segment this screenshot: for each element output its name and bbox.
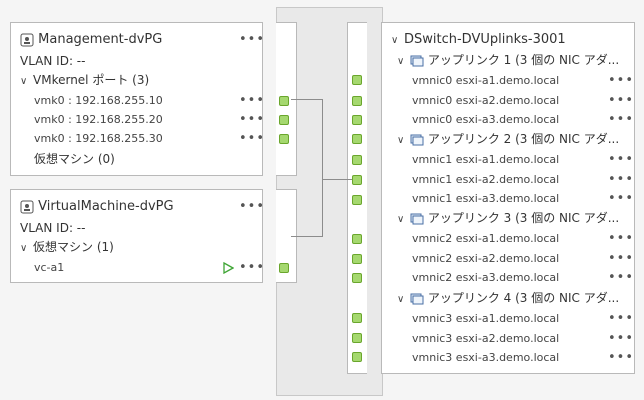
management-portgroup-panel[interactable]: Management-dvPG ••• VLAN ID: -- ∨ VMkerne… [10,22,266,176]
port[interactable] [352,134,362,144]
portgroup-icon [20,200,34,213]
portgroup-icon [20,33,34,46]
chevron-down-icon: ∨ [20,243,28,254]
uplink-group-toggle[interactable]: ∨ アップリンク 3 (3 個の NIC アダ... [397,210,619,228]
port[interactable] [352,352,362,362]
chevron-down-icon: ∨ [397,56,405,67]
chevron-down-icon: ∨ [397,294,405,305]
more-actions-button[interactable]: ••• [608,331,635,346]
vmkernel-adapter[interactable]: vmk0 : 192.168.255.10 [34,94,163,107]
port[interactable] [352,333,362,343]
port[interactable] [352,254,362,264]
more-actions-button[interactable]: ••• [608,93,635,108]
physical-nic-item[interactable]: vmnic1 esxi-a1.demo.local [412,153,560,166]
uplink-group-label: アップリンク 3 (3 個の NIC アダ... [427,211,620,225]
more-actions-button[interactable]: ••• [239,32,266,47]
physical-nic-item[interactable]: vmnic3 esxi-a3.demo.local [412,351,560,364]
vmkernel-adapter[interactable]: vmk0 : 192.168.255.20 [34,113,163,126]
more-actions-button[interactable]: ••• [608,270,635,285]
physical-nic-item[interactable]: vmnic2 esxi-a1.demo.local [412,232,560,245]
portgroup-header: VirtualMachine-dvPG [20,199,174,215]
port[interactable] [279,115,289,125]
vm-portgroup-panel[interactable]: VirtualMachine-dvPG ••• VLAN ID: -- ∨ 仮想マ… [10,189,266,283]
chevron-down-icon: ∨ [397,135,405,146]
port[interactable] [279,263,289,273]
connector-line [291,99,322,100]
chevron-down-icon: ∨ [20,76,28,87]
vlan-label: VLAN ID: -- [20,221,86,235]
virtual-machine-item[interactable]: vc-a1 [34,261,65,274]
uplinks-portgroup-panel[interactable]: ∨ DSwitch-DVUplinks-3001 [381,22,635,374]
connector-line [291,236,323,237]
more-actions-button[interactable]: ••• [239,260,266,275]
connector-line [322,99,323,236]
more-actions-button[interactable]: ••• [239,131,266,146]
portgroup-title: VirtualMachine-dvPG [38,199,174,214]
more-actions-button[interactable]: ••• [608,350,635,365]
uplink-group-label: アップリンク 2 (3 個の NIC アダ... [427,132,620,146]
uplink-group-toggle[interactable]: ∨ アップリンク 1 (3 個の NIC アダ... [397,52,619,70]
powered-on-icon [223,262,234,274]
port[interactable] [279,134,289,144]
uplink-group-label: アップリンク 4 (3 個の NIC アダ... [427,291,620,305]
more-actions-button[interactable]: ••• [608,311,635,326]
more-actions-button[interactable]: ••• [608,73,635,88]
physical-nic-item[interactable]: vmnic0 esxi-a3.demo.local [412,113,560,126]
physical-nic-item[interactable]: vmnic2 esxi-a3.demo.local [412,271,560,284]
physical-nic-item[interactable]: vmnic3 esxi-a1.demo.local [412,312,560,325]
chevron-down-icon: ∨ [391,35,399,46]
uplink-icon [410,134,424,145]
more-actions-button[interactable]: ••• [239,112,266,127]
uplink-icon [410,55,424,66]
port[interactable] [352,273,362,283]
port[interactable] [352,195,362,205]
vm-group-label: 仮想マシン (1) [33,240,114,254]
port[interactable] [352,175,362,185]
uplink-portgroup-header[interactable]: ∨ DSwitch-DVUplinks-3001 [391,32,566,49]
uplink-group-label: アップリンク 1 (3 個の NIC アダ... [427,53,620,67]
uplink-group-toggle[interactable]: ∨ アップリンク 4 (3 個の NIC アダ... [397,290,619,308]
portgroup-title: Management-dvPG [38,32,163,47]
more-actions-button[interactable]: ••• [608,231,635,246]
more-actions-button[interactable]: ••• [608,172,635,187]
port[interactable] [352,155,362,165]
more-actions-button[interactable]: ••• [608,191,635,206]
uplink-icon [410,293,424,304]
more-actions-button[interactable]: ••• [239,93,266,108]
uplink-icon [410,213,424,224]
physical-nic-item[interactable]: vmnic2 esxi-a2.demo.local [412,252,560,265]
chevron-down-icon: ∨ [397,214,405,225]
physical-nic-item[interactable]: vmnic1 esxi-a3.demo.local [412,192,560,205]
uplink-portgroup-title: DSwitch-DVUplinks-3001 [404,32,566,47]
port[interactable] [352,115,362,125]
more-actions-button[interactable]: ••• [608,112,635,127]
more-actions-button[interactable]: ••• [239,199,266,214]
port[interactable] [279,96,289,106]
vmkernel-group-toggle[interactable]: ∨ VMkernel ポート (3) [20,72,149,90]
portgroup-header: Management-dvPG [20,32,162,48]
physical-nic-item[interactable]: vmnic3 esxi-a2.demo.local [412,332,560,345]
physical-nic-item[interactable]: vmnic1 esxi-a2.demo.local [412,173,560,186]
port[interactable] [352,96,362,106]
vmkernel-adapter[interactable]: vmk0 : 192.168.255.30 [34,132,163,145]
uplink-group-toggle[interactable]: ∨ アップリンク 2 (3 個の NIC アダ... [397,131,619,149]
connector-line [322,179,352,180]
physical-nic-item[interactable]: vmnic0 esxi-a1.demo.local [412,74,560,87]
more-actions-button[interactable]: ••• [608,251,635,266]
physical-nic-item[interactable]: vmnic0 esxi-a2.demo.local [412,94,560,107]
port[interactable] [352,75,362,85]
vlan-label: VLAN ID: -- [20,54,86,68]
more-actions-button[interactable]: ••• [608,152,635,167]
port[interactable] [352,313,362,323]
port[interactable] [352,234,362,244]
vm-group-label[interactable]: 仮想マシン (0) [34,152,115,166]
vm-group-toggle[interactable]: ∨ 仮想マシン (1) [20,239,114,257]
vmkernel-group-label: VMkernel ポート (3) [33,73,150,87]
